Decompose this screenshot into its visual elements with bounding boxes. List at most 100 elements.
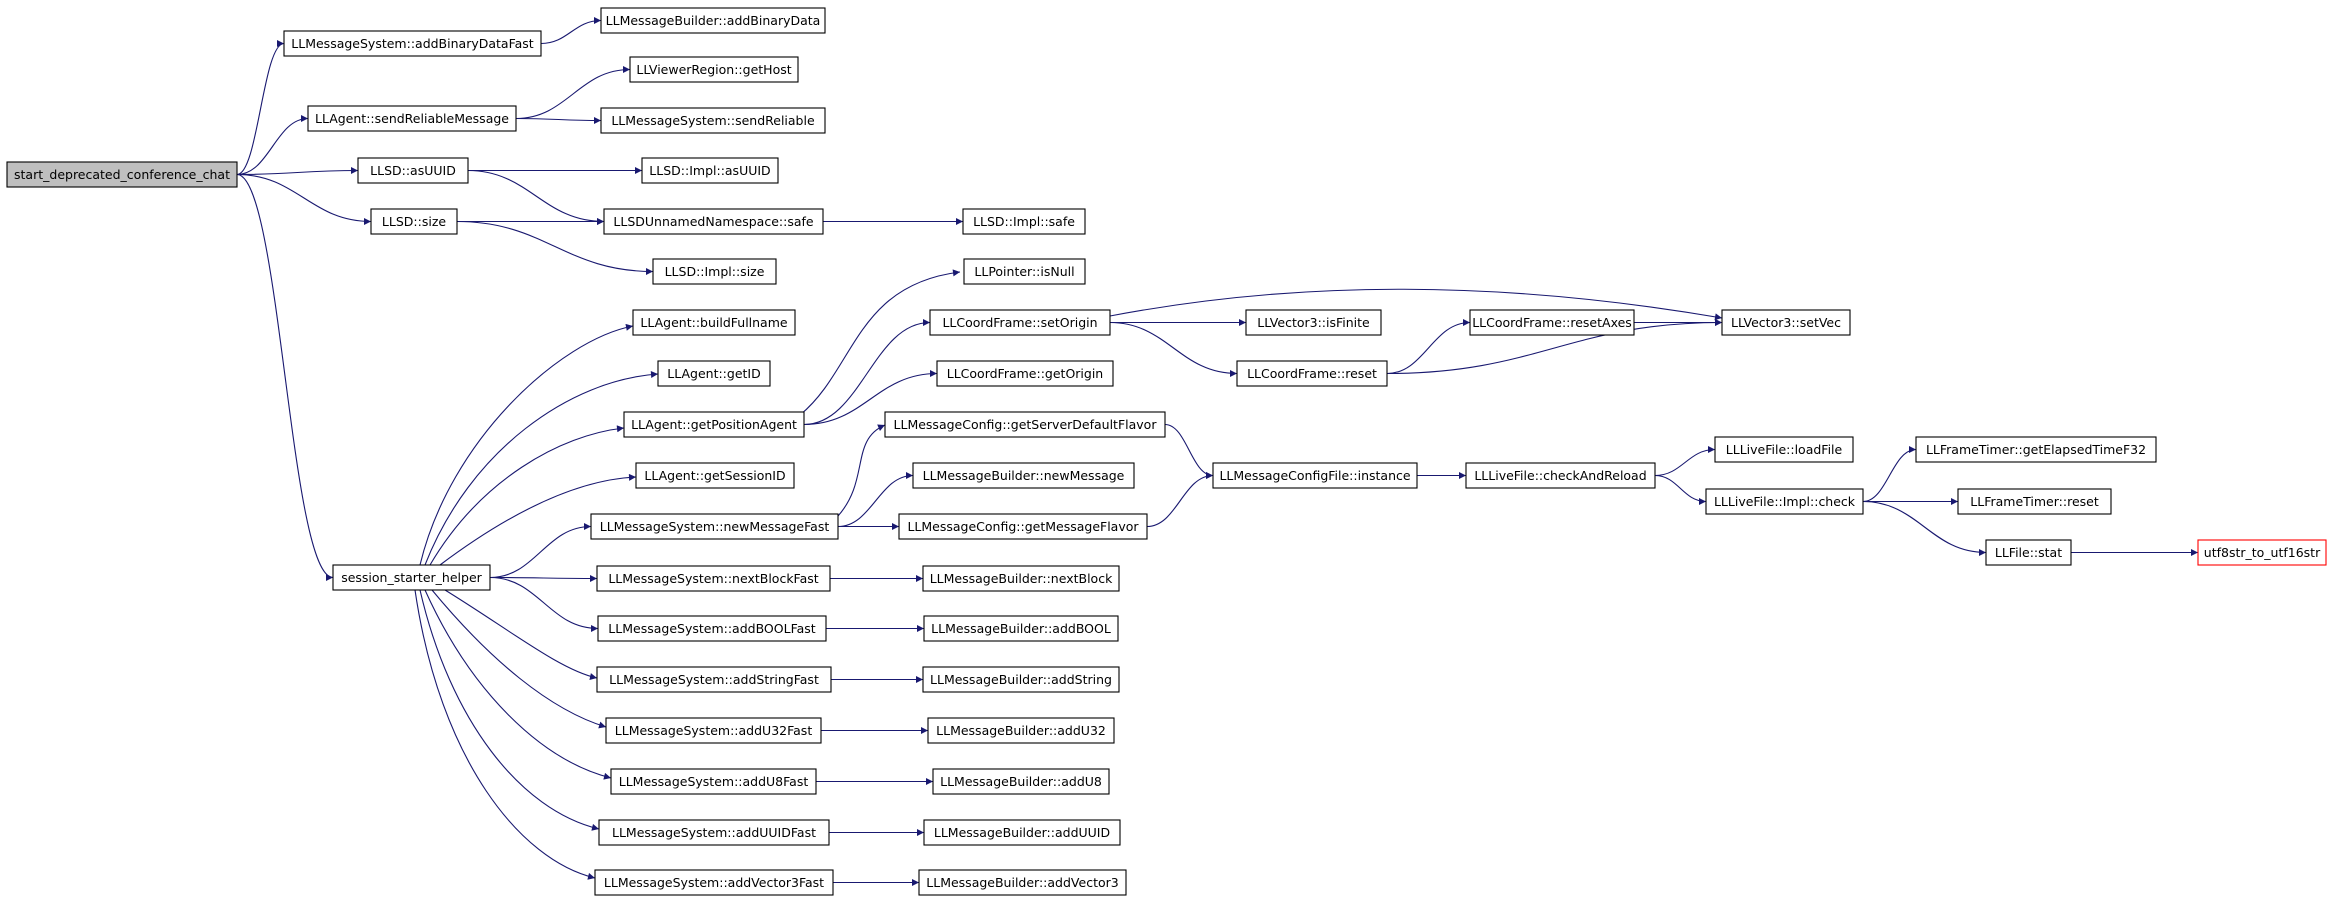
node-n34[interactable]: utf8str_to_utf16str — [2197, 539, 2327, 566]
node-n31[interactable]: LLMessageSystem::newMessageFast — [590, 513, 839, 540]
node-n47[interactable]: LLMessageBuilder::addUUID — [923, 819, 1121, 846]
node-n39[interactable]: LLMessageBuilder::addBOOL — [923, 615, 1119, 642]
node-n9[interactable]: LLSDUnnamedNamespace::safe — [603, 208, 824, 235]
node-label: LLMessageSystem::addBinaryDataFast — [291, 36, 534, 51]
node-n41[interactable]: LLMessageBuilder::addString — [922, 666, 1120, 693]
node-n33[interactable]: LLFile::stat — [1985, 539, 2072, 566]
node-n5[interactable]: LLMessageSystem::sendReliable — [600, 107, 826, 134]
node-n42[interactable]: LLMessageSystem::addU32Fast — [605, 717, 822, 744]
node-n45[interactable]: LLMessageBuilder::addU8 — [932, 768, 1110, 795]
node-n43[interactable]: LLMessageBuilder::addU32 — [927, 717, 1115, 744]
node-box — [307, 105, 517, 132]
edge-n22-n27 — [1164, 423, 1214, 479]
node-box — [652, 258, 777, 285]
node-box — [610, 768, 817, 795]
node-n2[interactable]: LLMessageBuilder::addBinaryData — [600, 7, 826, 34]
node-root[interactable]: start_deprecated_conference_chat — [6, 161, 238, 188]
node-n20[interactable]: LLCoordFrame::reset — [1236, 360, 1388, 387]
node-n12[interactable]: LLPointer::isNull — [963, 258, 1086, 285]
edge-root-n35 — [236, 173, 334, 581]
node-n26[interactable]: LLMessageBuilder::newMessage — [912, 462, 1135, 489]
node-n30[interactable]: LLFrameTimer::reset — [1957, 488, 2112, 515]
node-layer: start_deprecated_conference_chatLLMessag… — [6, 7, 2327, 896]
node-n38[interactable]: LLMessageSystem::addBOOLFast — [597, 615, 827, 642]
node-n3[interactable]: LLAgent::sendReliableMessage — [307, 105, 517, 132]
edge-n21-n19 — [803, 370, 938, 426]
node-box — [657, 360, 771, 387]
node-n25[interactable]: LLAgent::getSessionID — [635, 462, 795, 489]
node-label: LLSDUnnamedNamespace::safe — [613, 214, 813, 229]
node-label: LLMessageSystem::addStringFast — [609, 672, 819, 687]
node-n28[interactable]: LLLiveFile::checkAndReload — [1465, 462, 1656, 489]
node-label: LLSD::size — [382, 214, 446, 229]
node-label: LLFile::stat — [1995, 545, 2062, 560]
node-label: LLFrameTimer::getElapsedTimeF32 — [1926, 442, 2146, 457]
node-box — [923, 819, 1121, 846]
node-box — [963, 258, 1086, 285]
node-box — [1985, 539, 2072, 566]
node-label: LLMessageBuilder::addBinaryData — [606, 13, 821, 28]
node-n23[interactable]: LLLiveFile::loadFile — [1714, 436, 1854, 463]
node-n44[interactable]: LLMessageSystem::addU8Fast — [610, 768, 817, 795]
edge-n35-n13 — [419, 323, 634, 566]
node-label: utf8str_to_utf16str — [2204, 545, 2321, 560]
node-n21[interactable]: LLAgent::getPositionAgent — [623, 411, 805, 438]
edge-n14-n17 — [1109, 288, 1723, 321]
node-label: LLMessageBuilder::addBOOL — [931, 621, 1111, 636]
node-n13[interactable]: LLAgent::buildFullname — [632, 309, 796, 336]
edge-n3-n5 — [515, 116, 602, 124]
node-n37[interactable]: LLMessageBuilder::nextBlock — [922, 565, 1120, 592]
node-n7[interactable]: LLSD::Impl::asUUID — [641, 157, 779, 184]
node-box — [629, 56, 799, 83]
edge-n6-n9 — [467, 169, 605, 225]
node-n15[interactable]: LLVector3::isFinite — [1245, 309, 1382, 336]
node-n48[interactable]: LLMessageSystem::addVector3Fast — [594, 869, 834, 896]
node-n40[interactable]: LLMessageSystem::addStringFast — [596, 666, 832, 693]
node-n10[interactable]: LLSD::Impl::safe — [962, 208, 1086, 235]
node-n49[interactable]: LLMessageBuilder::addVector3 — [918, 869, 1127, 896]
edge-root-n1 — [236, 40, 285, 176]
node-n19[interactable]: LLCoordFrame::getOrigin — [936, 360, 1114, 387]
node-box — [1714, 436, 1854, 463]
node-n18[interactable]: LLAgent::getID — [657, 360, 771, 387]
node-n1[interactable]: LLMessageSystem::addBinaryDataFast — [283, 30, 542, 57]
node-n4[interactable]: LLViewerRegion::getHost — [629, 56, 799, 83]
node-n36[interactable]: LLMessageSystem::nextBlockFast — [596, 565, 831, 592]
node-box — [598, 819, 830, 846]
node-box — [596, 565, 831, 592]
node-label: LLCoordFrame::resetAxes — [1472, 315, 1632, 330]
edge-n8-n11 — [456, 220, 654, 275]
node-n35[interactable]: session_starter_helper — [332, 564, 491, 591]
node-label: LLMessageSystem::addBOOLFast — [608, 621, 815, 636]
edge-n21-n14 — [803, 319, 931, 426]
node-n29[interactable]: LLLiveFile::Impl::check — [1705, 488, 1864, 515]
node-n11[interactable]: LLSD::Impl::size — [652, 258, 777, 285]
node-n16[interactable]: LLCoordFrame::resetAxes — [1469, 309, 1635, 336]
edge-n35-n40 — [444, 589, 598, 680]
edge-n35-n38 — [489, 576, 599, 632]
node-label: LLMessageBuilder::addString — [930, 672, 1112, 687]
node-n8[interactable]: LLSD::size — [370, 208, 458, 235]
node-label: LLAgent::getID — [667, 366, 760, 381]
node-box — [605, 717, 822, 744]
node-label: LLFrameTimer::reset — [1970, 494, 2099, 509]
node-n32[interactable]: LLMessageConfig::getMessageFlavor — [898, 513, 1148, 540]
node-n17[interactable]: LLVector3::setVec — [1721, 309, 1851, 336]
node-box — [600, 7, 826, 34]
node-box — [1236, 360, 1388, 387]
node-n27[interactable]: LLMessageConfigFile::instance — [1212, 462, 1418, 489]
node-n6[interactable]: LLSD::asUUID — [357, 157, 469, 184]
node-n46[interactable]: LLMessageSystem::addUUIDFast — [598, 819, 830, 846]
node-box — [929, 309, 1111, 336]
node-label: LLAgent::sendReliableMessage — [315, 111, 509, 126]
node-label: LLMessageSystem::addU32Fast — [615, 723, 813, 738]
node-box — [370, 208, 458, 235]
node-n22[interactable]: LLMessageConfig::getServerDefaultFlavor — [884, 411, 1166, 438]
node-n24[interactable]: LLFrameTimer::getElapsedTimeF32 — [1915, 436, 2157, 463]
node-box — [603, 208, 824, 235]
node-n14[interactable]: LLCoordFrame::setOrigin — [929, 309, 1111, 336]
node-label: LLMessageConfigFile::instance — [1219, 468, 1410, 483]
node-box — [1915, 436, 2157, 463]
node-label: LLSD::asUUID — [370, 163, 456, 178]
edge-n35-n25 — [439, 473, 637, 566]
